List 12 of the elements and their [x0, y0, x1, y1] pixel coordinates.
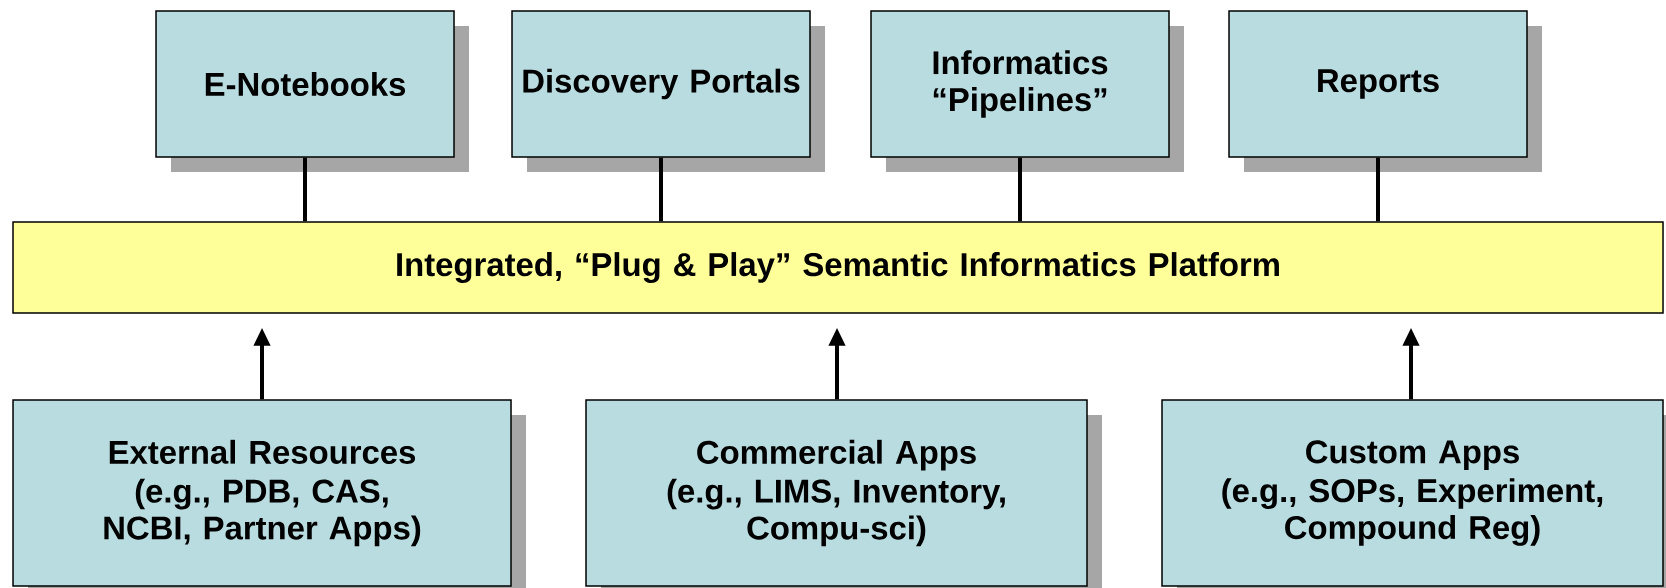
connector: [1018, 157, 1022, 222]
platform-band: Integrated, “Plug & Play” Semantic Informatics Platform: [12, 221, 1664, 314]
source-box: External Resources (e.g., PDB, CAS, NCBI, Partner Apps): [12, 399, 526, 588]
source-box: Custom Apps (e.g., SOPs, Experiment, Compound Reg): [1161, 399, 1666, 588]
app-box: Reports: [1228, 10, 1542, 172]
connector: [303, 157, 307, 222]
connector: [659, 157, 663, 222]
app-box: E-Notebooks: [155, 10, 469, 172]
app-box: Informatics “Pipelines”: [870, 10, 1184, 172]
app-box: Discovery Portals: [511, 10, 825, 172]
source-box: Commercial Apps (e.g., LIMS, Inventory, Compu-sci): [585, 399, 1102, 588]
connector: [1376, 157, 1380, 222]
